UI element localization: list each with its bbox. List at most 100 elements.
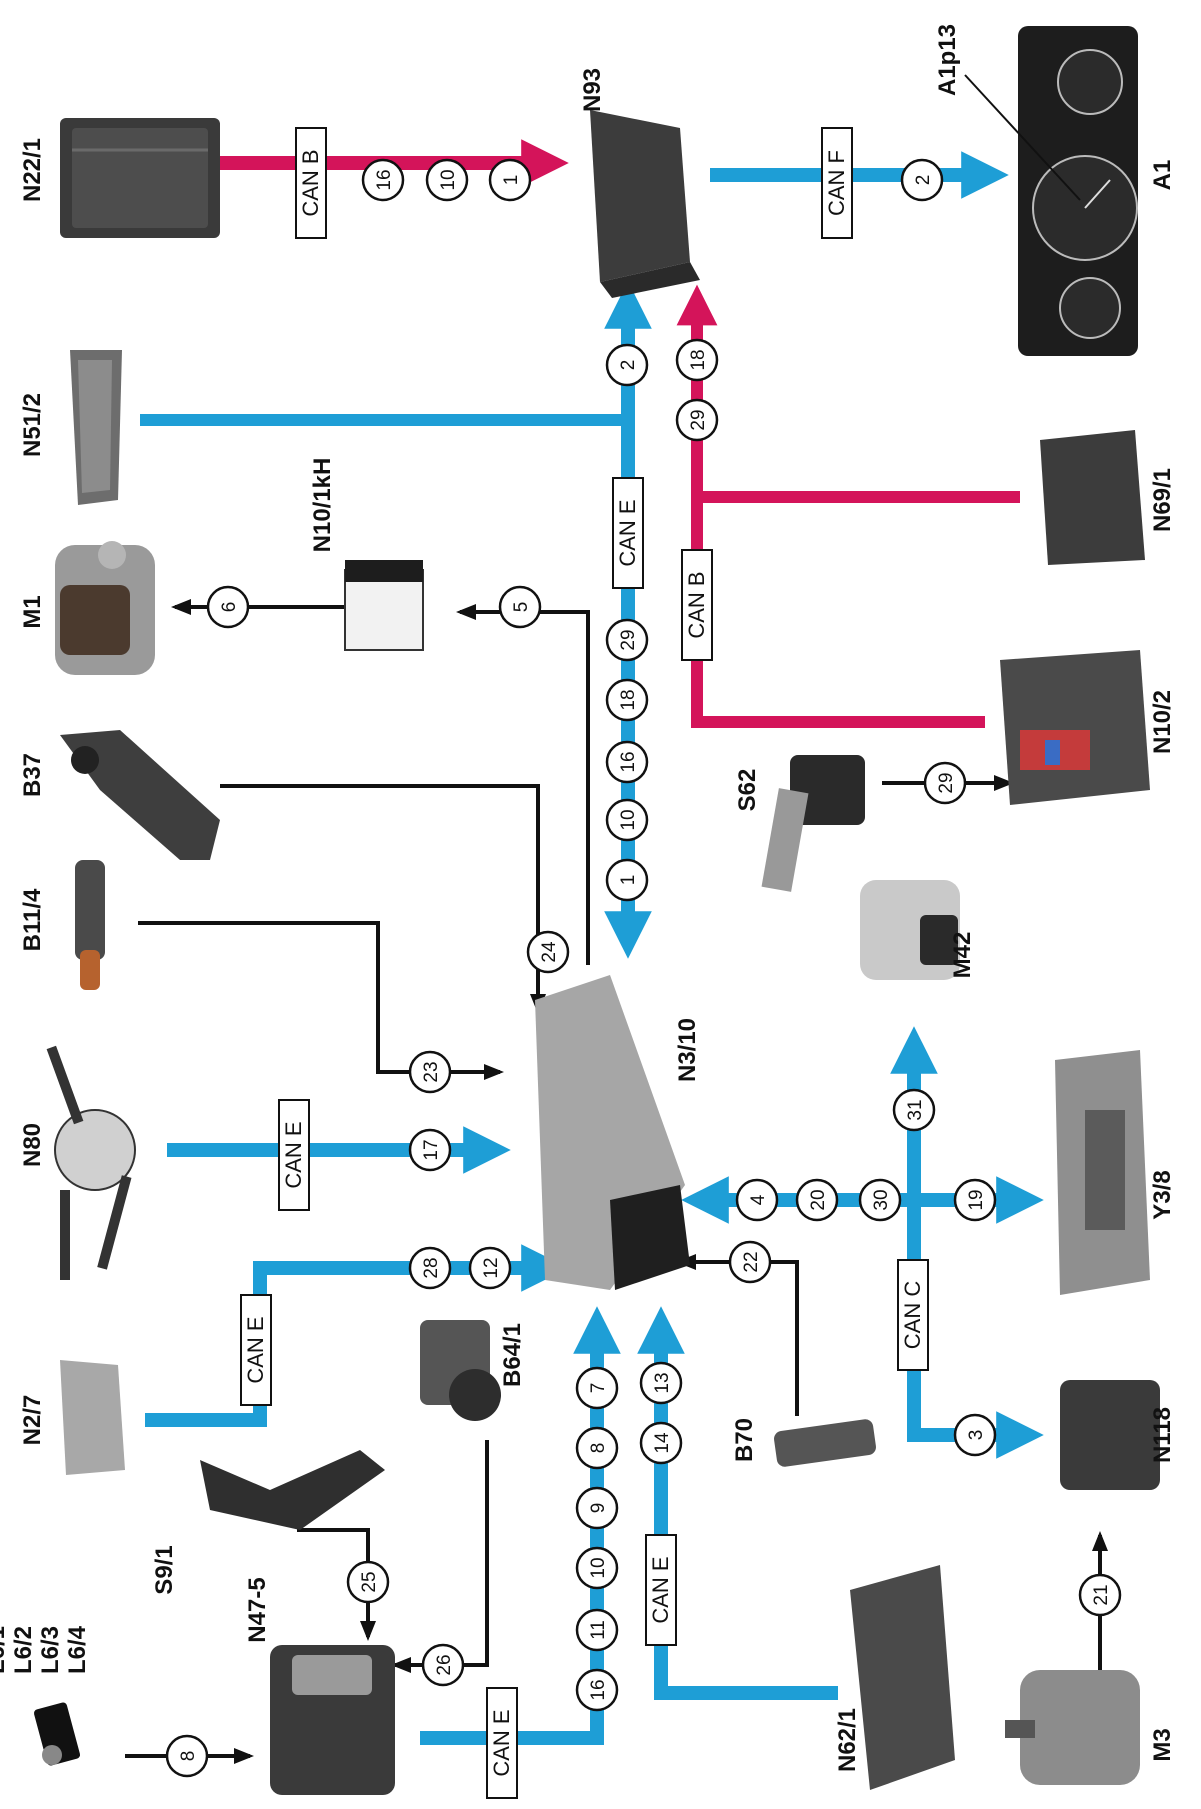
- bus-label-can-b-top: CAN B: [296, 128, 326, 238]
- svg-text:12: 12: [481, 1257, 502, 1278]
- svg-text:23: 23: [421, 1061, 442, 1082]
- bus-label-can-e-main: CAN E: [613, 478, 643, 588]
- label-l6: L6/1L6/2L6/3L6/4: [0, 1625, 91, 1674]
- svg-text:9: 9: [588, 1503, 609, 1514]
- label-s62: S62: [734, 769, 761, 812]
- svg-text:20: 20: [808, 1189, 829, 1210]
- signal-n62-1-13: 13: [641, 1363, 681, 1403]
- svg-text:2: 2: [618, 360, 639, 371]
- signal-to-m1-6: 6: [208, 587, 248, 627]
- svg-text:CAN C: CAN C: [900, 1281, 925, 1350]
- svg-text:14: 14: [652, 1432, 673, 1454]
- svg-text:8: 8: [178, 1751, 199, 1762]
- svg-text:CAN E: CAN E: [648, 1556, 673, 1623]
- signal-n47-left-16: 16: [577, 1670, 617, 1710]
- label-n10-1kh: N10/1kH: [309, 458, 336, 553]
- bus-label-can-b-right: CAN B: [682, 550, 712, 660]
- signal-n93-in-left-2: 2: [607, 345, 647, 385]
- signal-n93-in-right-29: 29: [677, 400, 717, 440]
- bus-label-can-e-n47: CAN E: [487, 1688, 517, 1798]
- label-n118: N118: [1149, 1407, 1176, 1463]
- label-n22-1: N22/1: [19, 138, 46, 202]
- label-a1p13: A1p13: [934, 24, 961, 96]
- n118-module-graphic: [1060, 1380, 1160, 1490]
- svg-text:11: 11: [588, 1620, 609, 1640]
- svg-text:10: 10: [588, 1557, 609, 1578]
- svg-text:4: 4: [748, 1194, 769, 1205]
- signal-to-y3-8-19: 19: [955, 1180, 995, 1220]
- svg-text:CAN E: CAN E: [281, 1121, 306, 1188]
- svg-text:CAN F: CAN F: [824, 150, 849, 216]
- m1-starter-motor-graphic: [55, 541, 155, 675]
- signal-n47-left-9: 9: [577, 1488, 617, 1528]
- n80-switch-graphic: [47, 1046, 135, 1280]
- svg-text:29: 29: [936, 772, 957, 793]
- m42-pump-graphic: [860, 880, 960, 980]
- n2-7-module-graphic: [60, 1360, 125, 1475]
- svg-text:18: 18: [618, 689, 639, 710]
- svg-text:5: 5: [511, 602, 532, 613]
- signal-to-n118-3: 3: [955, 1415, 995, 1455]
- svg-text:CAN E: CAN E: [489, 1709, 514, 1776]
- n62-1-module-graphic: [850, 1565, 955, 1790]
- n22-1-module-graphic: [60, 118, 220, 238]
- label-n3-10: N3/10: [674, 1018, 701, 1082]
- svg-text:CAN B: CAN B: [684, 571, 709, 638]
- svg-text:6: 6: [219, 602, 240, 613]
- label-b11-4: B11/4: [19, 888, 46, 951]
- signal-s62-29: 29: [925, 763, 965, 803]
- signal-n22-1-1: 1: [490, 160, 530, 200]
- svg-text:29: 29: [688, 409, 709, 430]
- signal-n47-left-8: 8: [577, 1428, 617, 1468]
- svg-text:16: 16: [374, 169, 395, 190]
- signal-s9-1-25: 25: [348, 1562, 388, 1602]
- svg-text:19: 19: [966, 1189, 987, 1210]
- signal-n3-10-to-n93-10: 10: [607, 800, 647, 840]
- svg-text:17: 17: [421, 1139, 442, 1160]
- svg-text:1: 1: [618, 875, 639, 886]
- label-m42: M42: [949, 932, 976, 979]
- y3-8-valve-body-graphic: [1055, 1050, 1150, 1295]
- svg-text:8: 8: [588, 1443, 609, 1454]
- svg-text:21: 21: [1091, 1584, 1112, 1605]
- signal-n3-10-to-n93-29: 29: [607, 620, 647, 660]
- svg-text:28: 28: [421, 1257, 442, 1278]
- signal-can-f-2: 2: [902, 160, 942, 200]
- svg-text:10: 10: [438, 169, 459, 190]
- signal-n3-10-to-n93-18: 18: [607, 680, 647, 720]
- svg-text:24: 24: [539, 941, 560, 963]
- signal-n93-in-right-18: 18: [677, 340, 717, 380]
- label-n69-1: N69/1: [1149, 468, 1176, 532]
- signal-m3-21: 21: [1080, 1575, 1120, 1615]
- signal-n3-10-to-can-c-20: 20: [797, 1180, 837, 1220]
- svg-text:7: 7: [588, 1383, 609, 1394]
- svg-text:31: 31: [905, 1099, 926, 1120]
- signal-n3-10-to-can-c-30: 30: [860, 1180, 900, 1220]
- signal-n22-1-16: 16: [363, 160, 403, 200]
- label-m1: M1: [19, 595, 46, 628]
- b70-sensor-graphic: [773, 1418, 877, 1468]
- signal-n3-10-to-n93-1: 1: [607, 860, 647, 900]
- svg-text:CAN E: CAN E: [243, 1316, 268, 1383]
- b64-1-sensor-graphic: [420, 1320, 501, 1421]
- signal-to-m42-31: 31: [894, 1090, 934, 1130]
- signal-n62-1-14: 14: [641, 1423, 681, 1463]
- signal-n22-1-10: 10: [427, 160, 467, 200]
- n51-2-module-graphic: [70, 350, 122, 505]
- signal-n47-left-10: 10: [577, 1548, 617, 1588]
- b11-4-temp-sensor-graphic: [75, 860, 105, 990]
- label-a1: A1: [1149, 160, 1176, 191]
- n10-2-fusebox-graphic: [1000, 650, 1150, 805]
- signal-b70-22: 22: [730, 1242, 770, 1282]
- label-b64-1: B64/1: [499, 1323, 526, 1387]
- m3-pump-graphic: [1005, 1670, 1140, 1785]
- signal-n3-10-to-can-c-4: 4: [737, 1180, 777, 1220]
- a1-instrument-cluster-graphic: [1018, 26, 1138, 356]
- svg-text:25: 25: [359, 1571, 380, 1592]
- label-n2-7: N2/7: [19, 1395, 46, 1446]
- l6-sensor-graphic: [33, 1702, 81, 1767]
- signal-n2-7-28: 28: [410, 1248, 450, 1288]
- signal-b64-1-26: 26: [423, 1645, 463, 1685]
- svg-text:18: 18: [688, 349, 709, 370]
